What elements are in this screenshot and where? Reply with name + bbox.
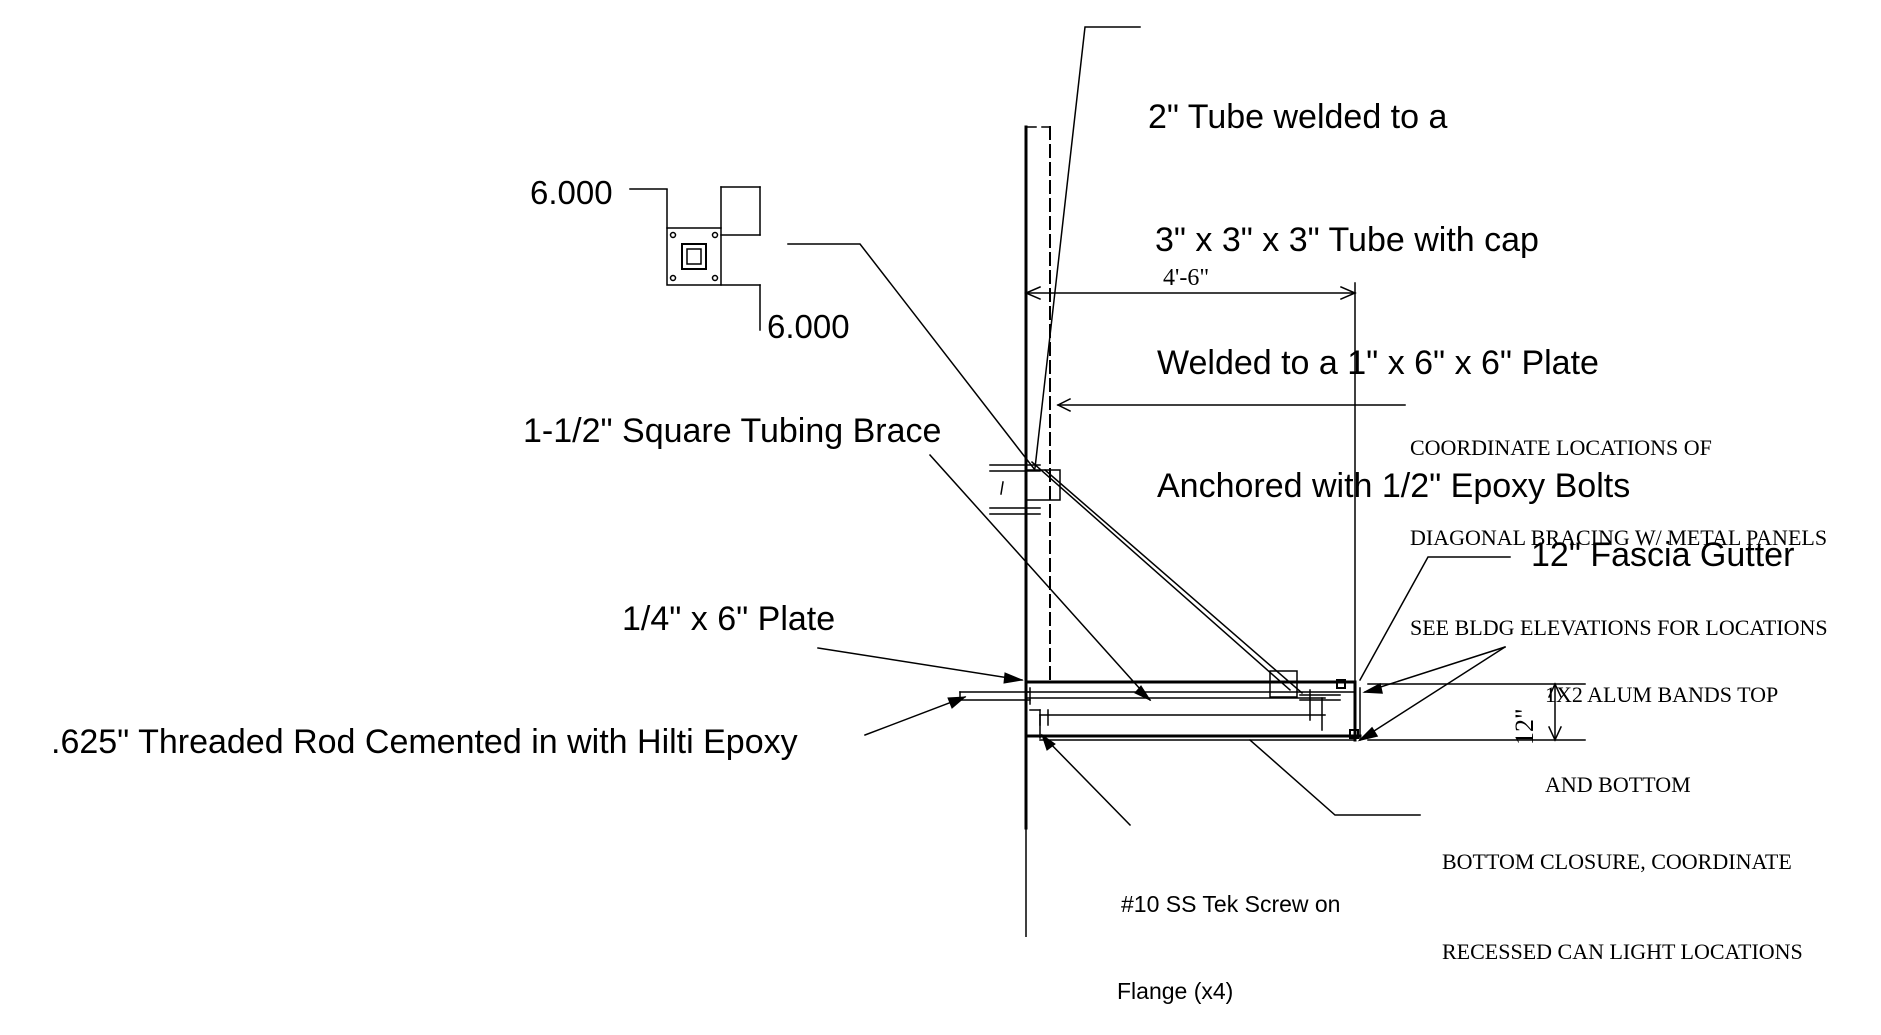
span-dimension <box>1024 282 1357 691</box>
rod-label: .625" Threaded Rod Cemented in with Hilt… <box>51 723 798 761</box>
plate-label: 1/4" x 6" Plate <box>622 600 836 638</box>
tube-leader <box>1034 26 1141 469</box>
threaded-rod <box>959 687 1031 705</box>
screw-note-line-1: #10 SS Tek Screw on <box>1121 891 1341 917</box>
span-dimension-label: 4'-6" <box>1163 265 1210 291</box>
tube-callout-line-3: Welded to a 1" x 6" x 6" Plate <box>1157 344 1599 382</box>
closure-note-line-1: BOTTOM CLOSURE, COORDINATE <box>1442 849 1792 874</box>
detail-drawing <box>629 26 1586 937</box>
height-dimension <box>1367 682 1586 742</box>
gutter-leader <box>1358 556 1511 682</box>
gutter-label: 12" Fascia Gutter <box>1531 536 1795 574</box>
alum-bands-line-2: AND BOTTOM <box>1545 772 1691 797</box>
brace-label: 1-1/2" Square Tubing Brace <box>523 412 942 450</box>
plate-dimension-top: 6.000 <box>530 174 613 211</box>
rod-leader <box>864 696 966 736</box>
base-plate-plan <box>629 186 1037 472</box>
plate-dimension-right: 6.000 <box>767 308 850 345</box>
brace-leader <box>928 453 1152 702</box>
diagonal-brace <box>1030 460 1304 698</box>
tube-callout-line-4: Anchored with 1/2" Epoxy Bolts <box>1157 467 1631 505</box>
screw-note: #10 SS Tek Screw on Flange (x4) <box>1117 832 1340 1035</box>
alum-bands-line-1: 1X2 ALUM BANDS TOP <box>1545 682 1779 707</box>
height-dimension-label: 12" <box>1510 708 1539 745</box>
tube-callout-line-2: 3" x 3" x 3" Tube with cap <box>1155 221 1539 259</box>
screw-leader <box>1040 733 1132 827</box>
tube-callout-line-1: 2" Tube welded to a <box>1148 98 1448 136</box>
gutter-section <box>1024 679 1362 742</box>
closure-note-line-2: RECESSED CAN LIGHT LOCATIONS <box>1442 939 1803 964</box>
bracing-note-line-2: DIAGONAL BRACING W/ METAL PANELS <box>1410 525 1828 550</box>
closure-leader <box>1248 738 1421 816</box>
alum-bands-note: 1X2 ALUM BANDS TOP AND BOTTOM <box>1545 620 1778 830</box>
brace-bracket <box>989 464 1061 515</box>
plate-leader <box>817 647 1023 681</box>
bracing-note: COORDINATE LOCATIONS OF DIAGONAL BRACING… <box>1410 373 1828 673</box>
closure-note: BOTTOM CLOSURE, COORDINATE RECESSED CAN … <box>1442 787 1803 997</box>
screw-note-line-2: Flange (x4) <box>1117 978 1234 1004</box>
bracing-note-line-3: SEE BLDG ELEVATIONS FOR LOCATIONS <box>1410 615 1828 640</box>
tube-callout: 2" Tube welded to a 3" x 3" x 3" Tube wi… <box>1148 15 1630 548</box>
bracing-note-line-1: COORDINATE LOCATIONS OF <box>1410 435 1712 460</box>
